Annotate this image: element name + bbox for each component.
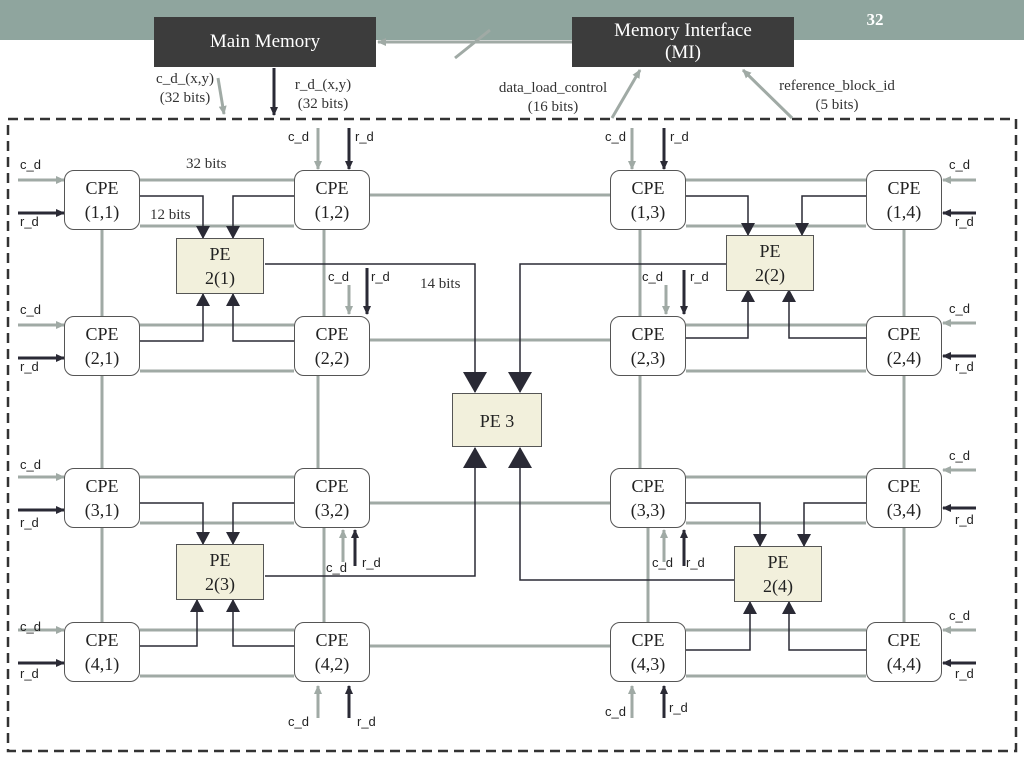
cpe-4-1: CPE(4,1) [64, 622, 140, 682]
port-label-rd: r_d [20, 214, 39, 229]
cpe-2-2: CPE(2,2) [294, 316, 370, 376]
memory-interface-box: Memory Interface (MI) [572, 17, 794, 67]
memory-interface-abbrev: (MI) [665, 42, 701, 63]
memory-interface-label: Memory Interface [614, 20, 752, 41]
port-label-rd: r_d [362, 555, 381, 570]
port-label-rd: r_d [355, 129, 374, 144]
cpe-1-1: CPE(1,1) [64, 170, 140, 230]
cpe-2-3: CPE(2,3) [610, 316, 686, 376]
cpe-4-4: CPE(4,4) [866, 622, 942, 682]
cd-main-label: c_d_(x,y)(32 bits) [156, 71, 214, 106]
port-label-rd: r_d [686, 555, 705, 570]
port-label-cd: c_d [949, 448, 970, 463]
port-label-cd: c_d [328, 269, 349, 284]
rd-input-arrows [18, 128, 976, 718]
bits-32-label: 32 bits [186, 156, 227, 172]
cd-input-arrows [18, 128, 976, 718]
data-load-control-label: data_load_control(16 bits) [498, 80, 608, 115]
port-label-cd: c_d [949, 301, 970, 316]
cpe-4-3: CPE(4,3) [610, 622, 686, 682]
port-label-cd: c_d [20, 157, 41, 172]
port-label-cd: c_d [20, 457, 41, 472]
port-label-rd: r_d [955, 666, 974, 681]
cpe-1-4: CPE(1,4) [866, 170, 942, 230]
port-label-cd: c_d [288, 129, 309, 144]
mi-to-memory-bus [377, 28, 572, 60]
port-label-rd: r_d [955, 359, 974, 374]
cpe-2-1: CPE(2,1) [64, 316, 140, 376]
cpe-1-2: CPE(1,2) [294, 170, 370, 230]
port-label-cd: c_d [949, 157, 970, 172]
pe-3: PE 3 [452, 393, 542, 447]
port-label-rd: r_d [371, 269, 390, 284]
bits-14-label: 14 bits [420, 276, 461, 292]
port-label-cd: c_d [326, 560, 347, 575]
main-memory-label: Main Memory [209, 31, 321, 52]
port-label-rd: r_d [669, 700, 688, 715]
port-label-cd: c_d [605, 704, 626, 719]
pe2-to-pe3-links [265, 263, 734, 581]
cpe-3-4: CPE(3,4) [866, 468, 942, 528]
port-label-rd: r_d [20, 359, 39, 374]
cpe-3-1: CPE(3,1) [64, 468, 140, 528]
reference-block-id-label: reference_block_id(5 bits) [779, 78, 895, 113]
port-label-cd: c_d [20, 302, 41, 317]
rd-main-label: r_d_(x,y)(32 bits) [294, 77, 352, 112]
dlc-line [610, 69, 642, 119]
port-label-cd: c_d [605, 129, 626, 144]
port-label-rd: r_d [20, 515, 39, 530]
port-label-cd: c_d [652, 555, 673, 570]
page-number: 32 [866, 10, 884, 29]
port-label-rd: r_d [955, 512, 974, 527]
cpe-3-2: CPE(3,2) [294, 468, 370, 528]
main-memory-box: Main Memory [154, 17, 376, 67]
rbi-line [741, 68, 794, 120]
port-label-rd: r_d [690, 269, 709, 284]
vertical-links [100, 230, 906, 622]
port-label-cd: c_d [642, 269, 663, 284]
dashed-enclosure [6, 117, 1018, 753]
horizontal-links [140, 178, 866, 678]
cpe-1-3: CPE(1,3) [610, 170, 686, 230]
port-label-rd: r_d [20, 666, 39, 681]
bits-12-label: 12 bits [150, 207, 191, 223]
port-label-cd: c_d [949, 608, 970, 623]
port-label-cd: c_d [288, 714, 309, 729]
port-label-rd: r_d [357, 714, 376, 729]
port-label-rd: r_d [955, 214, 974, 229]
port-label-cd: c_d [20, 619, 41, 634]
cpe-4-2: CPE(4,2) [294, 622, 370, 682]
port-label-rd: r_d [670, 129, 689, 144]
cpe-2-4: CPE(2,4) [866, 316, 942, 376]
cd-main-line [216, 77, 227, 115]
cpe-3-3: CPE(3,3) [610, 468, 686, 528]
cpe-to-pe2-links [140, 195, 866, 651]
